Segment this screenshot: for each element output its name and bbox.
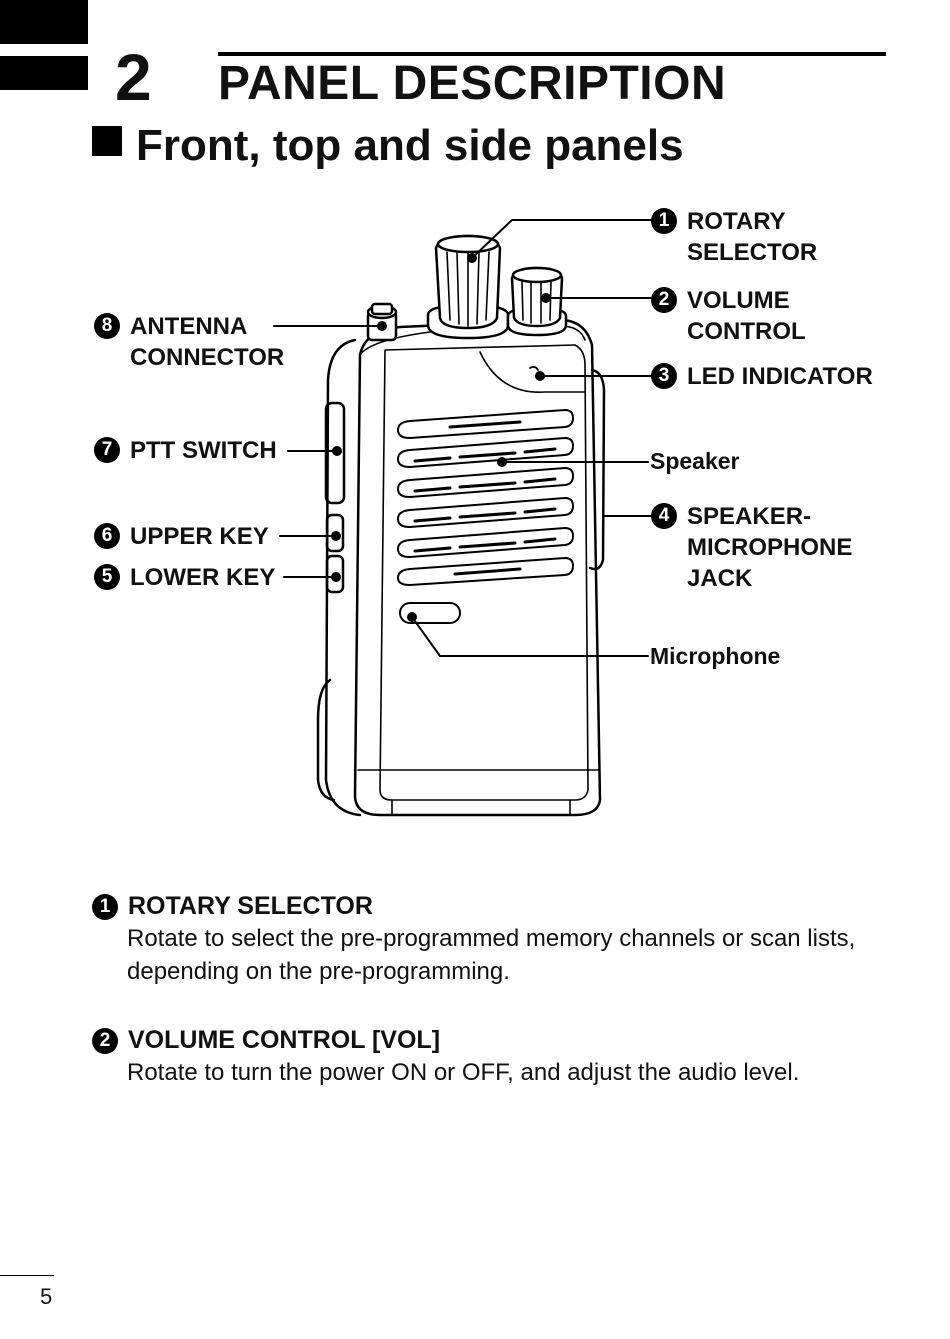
callout-label-line2: SELECTOR — [687, 239, 818, 266]
callout-speaker: Speaker — [650, 448, 740, 474]
callout-number: 8 — [94, 313, 120, 339]
description-heading: 1 ROTARY SELECTOR — [92, 890, 912, 922]
callout-label-line1: ROTARY — [687, 208, 786, 235]
description-volume-control: 2 VOLUME CONTROL [VOL] Rotate to turn the… — [92, 1024, 912, 1089]
black-square-icon — [92, 126, 122, 156]
callout-number: 7 — [94, 437, 120, 463]
callout-upper-key: 6 UPPER KEY — [94, 521, 269, 552]
callout-label-line1: UPPER KEY — [130, 523, 269, 550]
callout-number: 2 — [651, 287, 677, 313]
callout-label-line1: ANTENNA — [130, 313, 248, 340]
callout-number: 1 — [651, 208, 677, 234]
description-rotary-selector: 1 ROTARY SELECTOR Rotate to select the pr… — [92, 890, 912, 988]
callout-microphone: Microphone — [650, 643, 781, 669]
description-body: Rotate to turn the power ON or OFF, and … — [127, 1059, 800, 1086]
callout-led-indicator: 3 LED INDICATOR — [651, 361, 873, 392]
chapter-title: PANEL DESCRIPTION — [218, 57, 727, 110]
callout-label-line1: LOWER KEY — [130, 564, 276, 591]
callout-lower-key: 5 LOWER KEY — [94, 562, 276, 593]
description-number: 1 — [92, 894, 118, 920]
chapter-tab-top — [0, 0, 88, 44]
callout-number: 4 — [651, 503, 677, 529]
callout-ptt-switch: 7 PTT SWITCH — [94, 435, 277, 466]
callout-label-line1: SPEAKER- — [687, 503, 812, 530]
chapter-rule — [218, 52, 886, 56]
description-title: VOLUME CONTROL [VOL] — [128, 1026, 441, 1054]
chapter-tab-bottom — [0, 56, 88, 90]
callout-speaker-microphone-jack: 4 SPEAKER- MICROPHONE JACK — [651, 501, 853, 594]
section-title: Front, top and side panels — [92, 124, 684, 168]
page-number-rule — [0, 1275, 54, 1276]
description-number: 2 — [92, 1028, 118, 1054]
section-title-text: Front, top and side panels — [136, 121, 684, 170]
callout-rotary-selector: 1 ROTARY SELECTOR — [651, 206, 818, 268]
callout-antenna-connector: 8 ANTENNA CONNECTOR — [94, 311, 285, 373]
handheld-radio-illustration — [273, 219, 653, 817]
chapter-number: 2 — [115, 40, 152, 114]
description-body: Rotate to select the pre-programmed memo… — [127, 925, 856, 985]
callout-label-line1: PTT SWITCH — [130, 437, 277, 464]
callout-label-line1: LED INDICATOR — [687, 363, 873, 390]
callout-volume-control: 2 VOLUME CONTROL — [651, 285, 806, 347]
callout-label-line1: VOLUME — [687, 287, 790, 314]
callout-label-line2: MICROPHONE — [687, 534, 853, 561]
callout-label-line2: CONNECTOR — [130, 344, 285, 371]
callout-label-line3: JACK — [687, 565, 753, 592]
description-heading: 2 VOLUME CONTROL [VOL] — [92, 1024, 912, 1056]
callout-number: 6 — [94, 523, 120, 549]
callout-number: 3 — [651, 363, 677, 389]
description-title: ROTARY SELECTOR — [128, 892, 373, 920]
callout-number: 5 — [94, 564, 120, 590]
page-number: 5 — [40, 1284, 53, 1309]
callout-label-line2: CONTROL — [687, 318, 806, 345]
